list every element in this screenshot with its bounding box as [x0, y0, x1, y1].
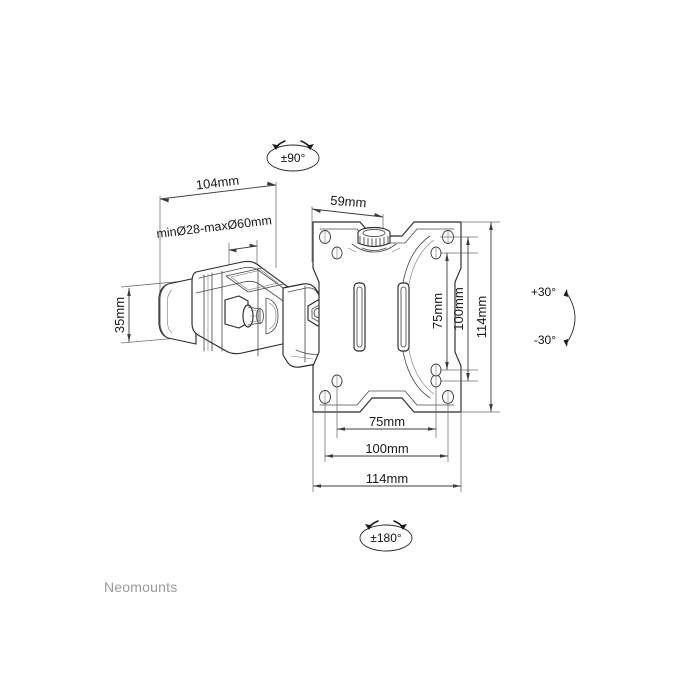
pole-clamp-assembly	[158, 260, 330, 368]
dimension-plate-w-114: 114mm	[312, 412, 462, 492]
dimension-label-vesa-h-100: 100mm	[365, 441, 408, 456]
tilt-annotation-right: +30° -30°	[531, 285, 576, 347]
tilt-label-up: +30°	[531, 285, 556, 299]
tilt-label-down: -30°	[534, 333, 556, 347]
dimension-label-pole-range: minØ28-maxØ60mm	[156, 213, 273, 241]
dimension-plate-h-114: 114mm	[461, 221, 500, 413]
dimension-35mm: 35mm	[112, 280, 186, 344]
dimension-label-plate-h-114: 114mm	[474, 296, 489, 338]
dimension-label-vesa-v-100: 100mm	[451, 287, 466, 330]
thumb-knob[interactable]	[357, 226, 391, 251]
dimension-vesa-v-100: 100mm	[440, 236, 478, 382]
dimension-label-vesa-v-75: 75mm	[430, 293, 445, 329]
dimension-vesa-v-75: 75mm	[430, 252, 478, 371]
swivel-annotation-bottom: ±180°	[359, 520, 413, 552]
brand-logo-text: Neomounts	[104, 579, 177, 595]
dimension-label-plate-w-114: 114mm	[366, 471, 408, 486]
rotation-label-top: ±90°	[281, 151, 306, 165]
dimension-label-vesa-h-75: 75mm	[369, 414, 405, 429]
mounting-holes-corners	[319, 230, 454, 404]
dimension-label-59mm: 59mm	[330, 193, 367, 211]
dimension-104mm: 104mm	[159, 172, 277, 310]
clamp-screw-left	[224, 295, 264, 329]
mounting-holes-inner-100	[331, 246, 442, 388]
dimension-vesa-h-100: 100mm	[324, 403, 449, 462]
vesa-slot-right	[397, 282, 410, 352]
vesa-mounting-plate	[312, 221, 462, 413]
dimension-label-35mm: 35mm	[112, 297, 127, 333]
rotation-annotation-top: ±90°	[266, 140, 320, 172]
swivel-label-bottom: ±180°	[370, 531, 402, 545]
dimension-vesa-h-75: 75mm	[336, 387, 437, 438]
vesa-slot-left	[353, 282, 366, 352]
dimension-label-104mm: 104mm	[195, 172, 240, 192]
mounting-holes-inner-75	[430, 363, 442, 377]
dimension-59mm: 59mm	[311, 193, 384, 262]
